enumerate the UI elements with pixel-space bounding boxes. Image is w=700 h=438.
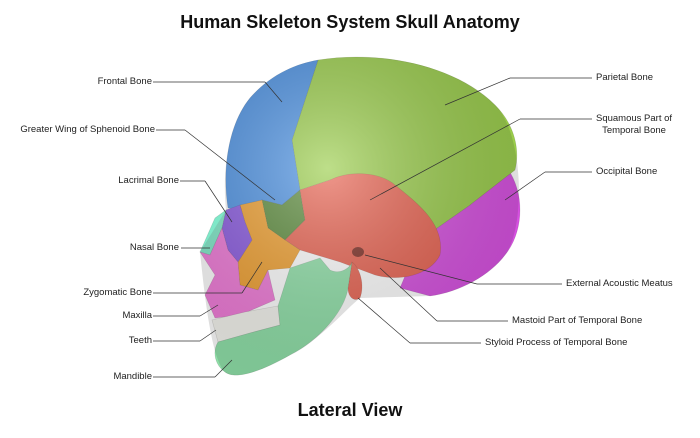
leader-lines [153, 77, 592, 378]
label-teeth: Teeth [128, 335, 152, 346]
label-lacrimal-bone: Lacrimal Bone [118, 175, 179, 186]
label-mandible: Mandible [113, 371, 152, 382]
label-acoustic-meatus: External Acoustic Meatus [566, 278, 673, 289]
skull-shading [200, 57, 519, 376]
view-caption: Lateral View [297, 400, 403, 420]
label-maxilla: Maxilla [122, 310, 152, 321]
label-squamous-line-1: Squamous Part of [596, 113, 673, 124]
diagram-title: Human Skeleton System Skull Anatomy [180, 12, 520, 32]
label-sphenoid-bone: Greater Wing of Sphenoid Bone [20, 124, 155, 135]
label-zygomatic-bone: Zygomatic Bone [83, 287, 152, 298]
label-parietal-bone: Parietal Bone [596, 72, 654, 83]
label-styloid-process: Styloid Process of Temporal Bone [485, 337, 628, 348]
label-mastoid-part: Mastoid Part of Temporal Bone [512, 315, 643, 326]
label-squamous-temporal: Squamous Part of Temporal Bone [596, 113, 672, 137]
label-squamous-line-2: Temporal Bone [602, 125, 666, 136]
label-nasal-bone: Nasal Bone [129, 242, 179, 253]
label-frontal-bone: Frontal Bone [97, 76, 152, 87]
label-occipital-bone: Occipital Bone [596, 166, 658, 177]
